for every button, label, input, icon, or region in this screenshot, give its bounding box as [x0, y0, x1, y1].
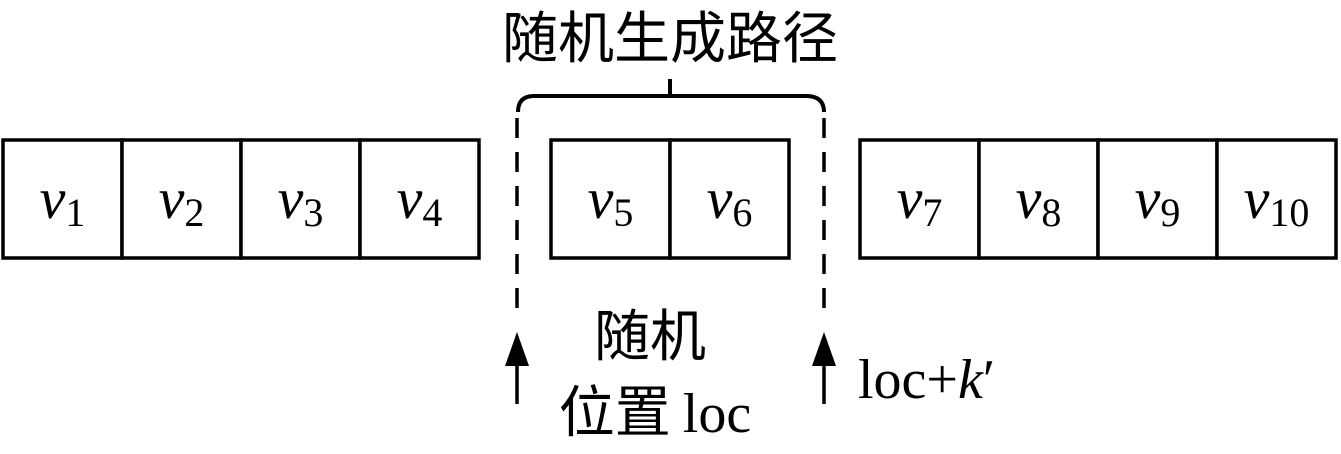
node-label: v6 [707, 166, 753, 235]
node-label: v10 [1244, 166, 1310, 235]
node-cell [1215, 138, 1338, 260]
path-brace [516, 79, 826, 113]
start-label-line1: 随机 [594, 305, 706, 370]
node-label-subscript: 5 [613, 190, 633, 235]
node-label-subscript: 8 [1041, 190, 1061, 235]
node-label: v9 [1135, 166, 1181, 235]
end-label-var: k [958, 349, 984, 411]
node-label-subscript: 2 [184, 190, 204, 235]
node-label-subscript: 1 [65, 190, 85, 235]
node-cell [239, 138, 362, 260]
node-label-subscript: 9 [1160, 190, 1180, 235]
node-label-base: v [1016, 166, 1042, 231]
node-cell [668, 138, 791, 260]
start-label-cjk: 位置 [559, 381, 671, 446]
node-label-subscript: 3 [303, 190, 323, 235]
node-cell [549, 138, 672, 260]
node-label-subscript: 10 [1269, 190, 1309, 235]
node-label-subscript: 7 [922, 190, 942, 235]
node-label-base: v [588, 166, 614, 231]
node-cell [977, 138, 1100, 260]
node-label: v8 [1016, 166, 1062, 235]
node-cell [858, 138, 981, 260]
node-label-subscript: 4 [422, 190, 442, 235]
node-label-subscript: 6 [732, 190, 752, 235]
node-cell [1096, 138, 1219, 260]
node-label-base: v [897, 166, 923, 231]
start-label-var: loc [683, 383, 751, 445]
node-label-base: v [40, 166, 66, 231]
node-label-base: v [707, 166, 733, 231]
node-label: v1 [40, 166, 86, 235]
node-label-base: v [159, 166, 185, 231]
node-label: v4 [397, 166, 443, 235]
start-arrow [505, 332, 529, 404]
node-label-base: v [1244, 166, 1270, 231]
node-cell [358, 138, 481, 260]
node-label-base: v [278, 166, 304, 231]
node-label-base: v [397, 166, 423, 231]
end-arrow [812, 332, 836, 404]
node-label: v3 [278, 166, 324, 235]
end-label-prefix: loc+ [858, 349, 958, 411]
node-label: v5 [588, 166, 634, 235]
end-label-prime: ′ [983, 349, 995, 411]
path-title: 随机生成路径 [502, 7, 838, 72]
node-label: v7 [897, 166, 943, 235]
node-label-base: v [1135, 166, 1161, 231]
end-label: loc+k′ [858, 349, 995, 411]
node-label: v2 [159, 166, 205, 235]
